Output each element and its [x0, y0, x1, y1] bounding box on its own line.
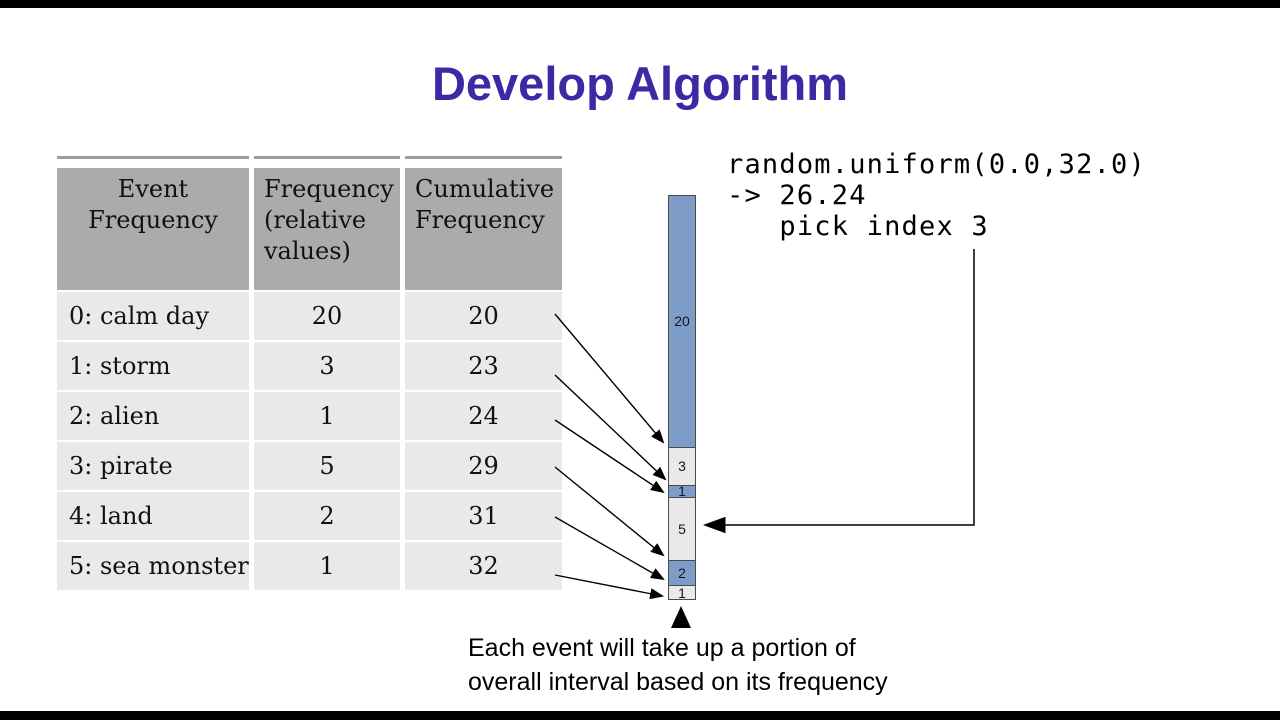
bar-segment-0: 20 [669, 196, 695, 448]
table-cell-frequency: 3 [254, 342, 400, 390]
column-header-event: Event Frequency [57, 168, 249, 290]
table-cell-frequency: 1 [254, 542, 400, 590]
frequency-table: Event Frequency Frequency (relative valu… [57, 168, 562, 590]
column-header-frequency: Frequency (relative values) [254, 168, 400, 290]
table-cell-event: 4: land [57, 492, 249, 540]
arrow-pick-index-to-segment [703, 249, 975, 534]
caption-text: Each event will take up a portion of ove… [468, 634, 888, 696]
table-cell-frequency: 20 [254, 292, 400, 340]
bar-segment-3: 5 [669, 498, 695, 562]
table-cell-cumulative: 32 [405, 542, 562, 590]
table-cell-cumulative: 24 [405, 392, 562, 440]
arrow-row1-to-bar [554, 374, 667, 481]
code-snippet: random.uniform(0.0,32.0) -> 26.24 pick i… [727, 149, 1146, 242]
arrow-row5-to-bar [554, 574, 665, 600]
bar-segment-1: 3 [669, 447, 695, 486]
table-cell-cumulative: 31 [405, 492, 562, 540]
table-cell-frequency: 2 [254, 492, 400, 540]
bar-segment-5: 1 [669, 586, 695, 599]
arrow-row0-to-bar [554, 313, 665, 444]
table-cell-event: 0: calm day [57, 292, 249, 340]
table-cell-event: 5: sea monster [57, 542, 249, 590]
arrow-row2-to-bar [554, 419, 665, 494]
letterbox-top [0, 0, 1280, 8]
bar-segment-4: 2 [669, 561, 695, 587]
letterbox-bottom [0, 711, 1280, 720]
table-cell-cumulative: 20 [405, 292, 562, 340]
table-cell-cumulative: 29 [405, 442, 562, 490]
table-cell-event: 1: storm [57, 342, 249, 390]
page-title: Develop Algorithm [431, 57, 849, 110]
table-top-border [57, 156, 562, 159]
arrow-row4-to-bar [554, 516, 665, 581]
bar-segment-2: 1 [669, 485, 695, 499]
table-cell-event: 3: pirate [57, 442, 249, 490]
table-cell-frequency: 5 [254, 442, 400, 490]
table-cell-cumulative: 23 [405, 342, 562, 390]
table-cell-event: 2: alien [57, 392, 249, 440]
table-cell-frequency: 1 [254, 392, 400, 440]
arrow-row3-to-bar [554, 466, 665, 557]
column-header-cumulative: Cumulative Frequency [405, 168, 562, 290]
up-arrow-icon [671, 606, 691, 628]
